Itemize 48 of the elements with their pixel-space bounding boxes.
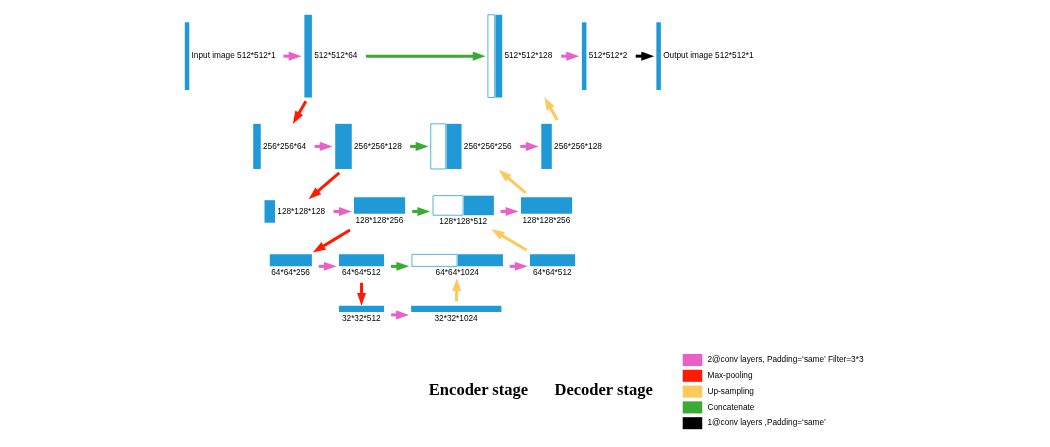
arrow xyxy=(490,229,527,252)
node-label: Output image 512*512*1 xyxy=(662,51,754,61)
node-bar xyxy=(520,197,572,214)
node-label: 32*32*512 xyxy=(341,313,381,323)
legend-label: 1@conv layers ,Padding=‘same’ xyxy=(707,418,826,428)
node-label: 64*64*1024 xyxy=(435,268,479,278)
node-bar xyxy=(655,22,661,90)
node-label: 512*512*64 xyxy=(313,51,357,61)
node-label: 64*64*512 xyxy=(532,268,572,278)
node-label: 32*32*1024 xyxy=(433,313,478,323)
node-label: 256*256*128 xyxy=(353,141,402,151)
node-label: 128*128*128 xyxy=(276,206,325,216)
node-bar xyxy=(269,254,312,267)
node-label: 256*256*128 xyxy=(553,141,602,151)
node-label: 128*128*256 xyxy=(521,215,570,225)
arrow xyxy=(498,169,527,195)
node-bar xyxy=(252,123,261,169)
node-label: 256*256*256 xyxy=(463,141,512,151)
node-label: Input image 512*512*1 xyxy=(191,51,276,61)
arrow xyxy=(308,171,340,200)
arrow xyxy=(312,228,351,253)
legend-label: 2@conv layers, Padding=‘same’ Filter=3*3 xyxy=(707,355,864,365)
node-label: 512*512*128 xyxy=(503,51,552,61)
node-bar xyxy=(529,254,575,267)
node-label: 512*512*2 xyxy=(588,51,627,61)
node-label: 64*64*512 xyxy=(341,268,381,278)
node-bar xyxy=(334,123,352,169)
node-bar xyxy=(338,254,384,267)
label: Encoder stage xyxy=(428,380,528,400)
legend-label: Up-sampling xyxy=(707,386,754,396)
node-label: 256*256*64 xyxy=(262,141,306,151)
arrow xyxy=(282,51,301,61)
node-label: 64*64*256 xyxy=(270,268,310,278)
node-bar xyxy=(353,197,405,214)
arrow xyxy=(292,100,307,124)
node-bar xyxy=(410,305,501,312)
node-bar xyxy=(184,22,189,90)
node-label: 128*128*256 xyxy=(355,215,403,225)
label: Decoder stage xyxy=(553,380,653,400)
legend-label: Max-pooling xyxy=(707,370,753,380)
node-bar xyxy=(540,123,552,169)
node-bar xyxy=(581,22,586,90)
node-bar xyxy=(303,14,312,98)
legend-label: Concatenate xyxy=(707,402,754,412)
arrow xyxy=(365,51,486,61)
node-bar xyxy=(338,305,384,312)
node-bar xyxy=(264,200,275,223)
node-label: 128*128*512 xyxy=(438,217,487,227)
